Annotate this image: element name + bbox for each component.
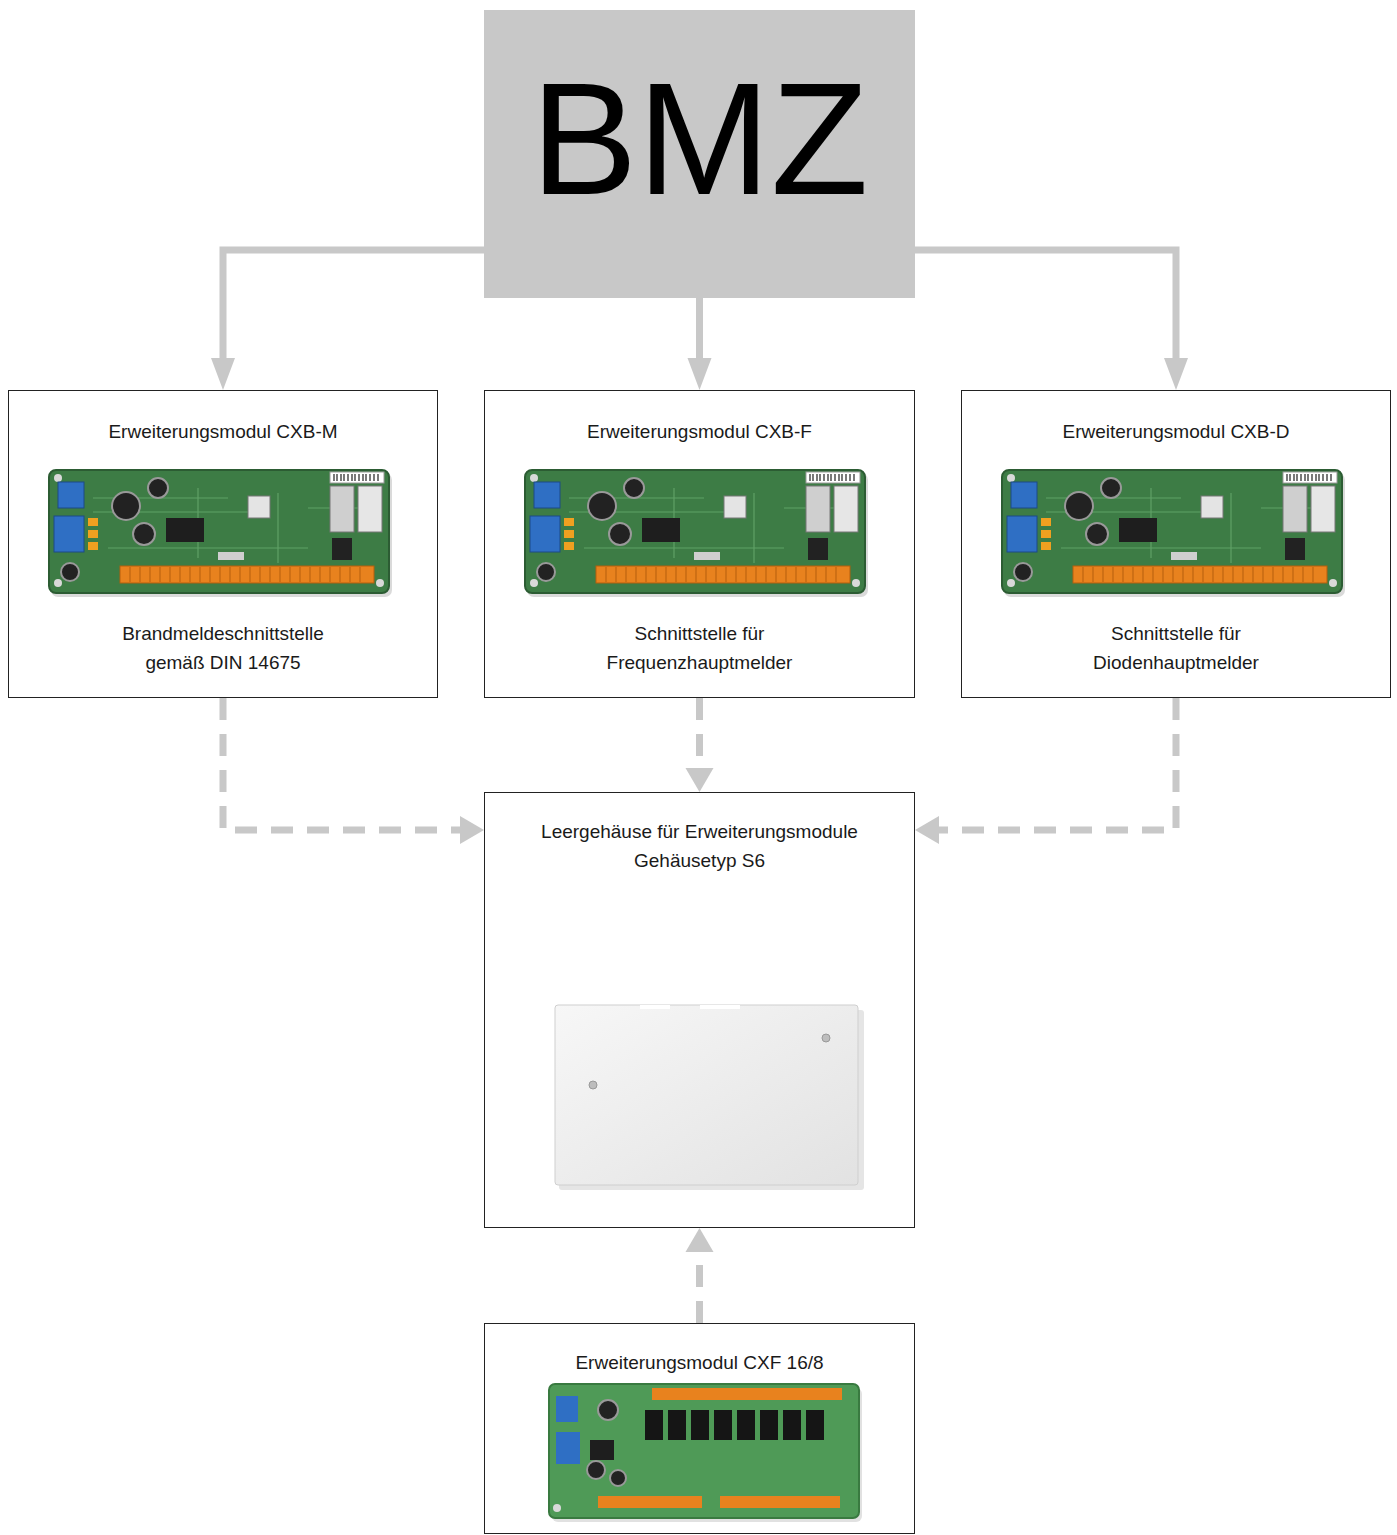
- box-heading: Erweiterungsmodul CXB-F: [587, 417, 812, 446]
- box-description: Brandmeldeschnittstelle gemäß DIN 14675: [98, 619, 348, 677]
- arrowhead: [1164, 358, 1188, 390]
- arrowhead: [688, 358, 712, 390]
- connector-line: [696, 1250, 703, 1323]
- connector-line: [223, 698, 462, 830]
- connector-line: [696, 698, 703, 770]
- box-description: Schnittstelle für Diodenhauptmelder: [1051, 619, 1301, 677]
- arrowhead: [211, 358, 235, 390]
- connector-line: [937, 698, 1176, 830]
- housing-box: Leergehäuse für ErweiterungsmoduleGehäus…: [484, 792, 915, 1228]
- module-box: Erweiterungsmodul CXF 16/8: [484, 1323, 915, 1534]
- relay-board: [549, 1384, 862, 1522]
- box-heading: Leergehäuse für Erweiterungsmodule: [541, 817, 858, 846]
- box-heading: Erweiterungsmodul CXF 16/8: [575, 1348, 823, 1377]
- circuit-board: [49, 470, 392, 597]
- circuit-board: [525, 470, 868, 597]
- module-box: Erweiterungsmodul CXB-M Brandmeldeschnitt…: [8, 390, 438, 698]
- connector-line: [696, 298, 703, 360]
- connector: [915, 250, 1188, 390]
- dashed-connector: [686, 1228, 714, 1323]
- connector-line: [223, 250, 484, 360]
- arrowhead: [915, 816, 939, 844]
- module-box: Erweiterungsmodul CXB-F Schnittstelle für…: [484, 390, 915, 698]
- arrowhead: [686, 768, 714, 792]
- dashed-connector: [223, 698, 484, 844]
- arrowhead: [460, 816, 484, 844]
- central-unit: BMZ: [484, 10, 915, 298]
- connector: [688, 298, 712, 390]
- box-heading: Erweiterungsmodul CXB-D: [1062, 417, 1289, 446]
- housing-picture: [555, 1005, 864, 1190]
- connector: [211, 250, 484, 390]
- module-box: Erweiterungsmodul CXB-D Schnittstelle für…: [961, 390, 1391, 698]
- box-heading: Erweiterungsmodul CXB-M: [108, 417, 337, 446]
- dashed-connector: [915, 698, 1176, 844]
- unit-label: BMZ: [531, 59, 869, 219]
- arrowhead: [686, 1228, 714, 1252]
- box-description: Gehäusetyp S6: [634, 846, 765, 875]
- circuit-board: [1002, 470, 1345, 597]
- dashed-connector: [686, 698, 714, 792]
- box-description: Schnittstelle für Frequenzhauptmelder: [575, 619, 825, 677]
- connector-line: [915, 250, 1176, 360]
